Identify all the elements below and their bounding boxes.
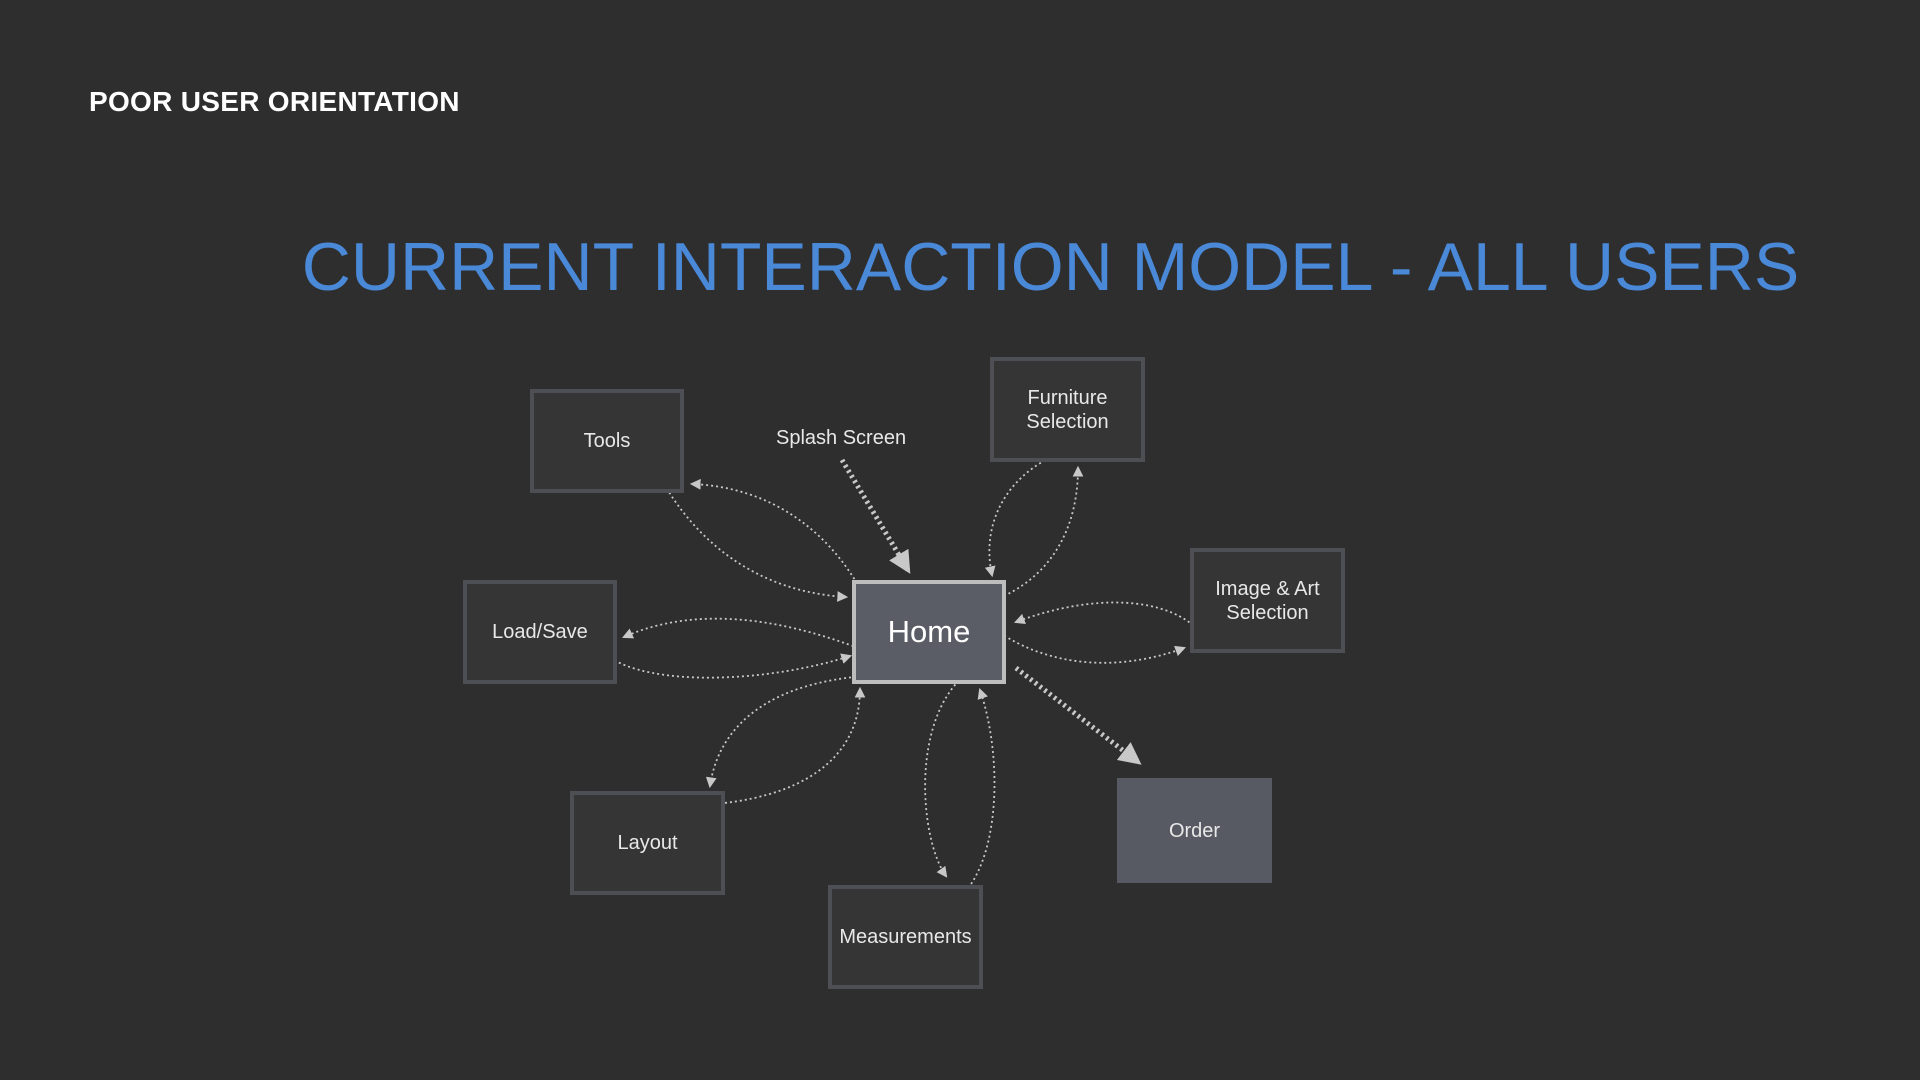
measurements-label: Measurements xyxy=(839,926,972,948)
image-art-selection-label: Image & Art Selection xyxy=(1215,577,1320,625)
tools-label: Tools xyxy=(583,430,631,452)
arrow-layout-home xyxy=(699,686,866,806)
arrow-home-furniture xyxy=(1003,465,1084,597)
arrow-home-order xyxy=(1014,666,1142,765)
furniture-label-line1: Furniture xyxy=(1027,386,1108,409)
image-label-line2: Selection xyxy=(1226,601,1309,624)
splash-screen-label: Splash Screen xyxy=(776,427,907,449)
arrow-home-loadsave xyxy=(622,617,859,649)
load-save-label: Load/Save xyxy=(492,621,588,643)
layout-node: Layout xyxy=(570,791,725,895)
arrow-image-home xyxy=(1013,601,1205,637)
arrow-tools-home xyxy=(663,483,849,602)
measurements-node: Measurements xyxy=(828,885,983,989)
layout-label: Layout xyxy=(617,832,678,854)
arrow-loadsave-home xyxy=(605,653,853,679)
tools-node: Tools xyxy=(530,389,684,493)
home-label: Home xyxy=(887,614,971,649)
arrow-home-layout xyxy=(705,675,867,789)
order-node: Order xyxy=(1117,778,1272,883)
load-save-node: Load/Save xyxy=(463,580,617,684)
arrow-splash-home xyxy=(839,458,911,574)
furniture-selection-label: Furniture Selection xyxy=(1026,386,1108,434)
image-art-selection-node: Image & Art Selection xyxy=(1190,548,1345,653)
furniture-label-line2: Selection xyxy=(1026,410,1109,433)
slide-title: CURRENT INTERACTION MODEL - ALL USERS xyxy=(301,229,1800,305)
home-node: Home xyxy=(852,580,1006,684)
arrow-furniture-home xyxy=(984,449,1069,578)
image-label-line1: Image & Art xyxy=(1215,577,1320,600)
slide-label: POOR USER ORIENTATION xyxy=(89,86,460,117)
arrow-measurements-home xyxy=(953,687,996,903)
order-label: Order xyxy=(1168,819,1221,842)
arrow-home-tools xyxy=(689,478,863,593)
furniture-selection-node: Furniture Selection xyxy=(990,357,1145,462)
arrow-home-measurements xyxy=(924,673,967,878)
arrow-home-image xyxy=(999,632,1187,664)
